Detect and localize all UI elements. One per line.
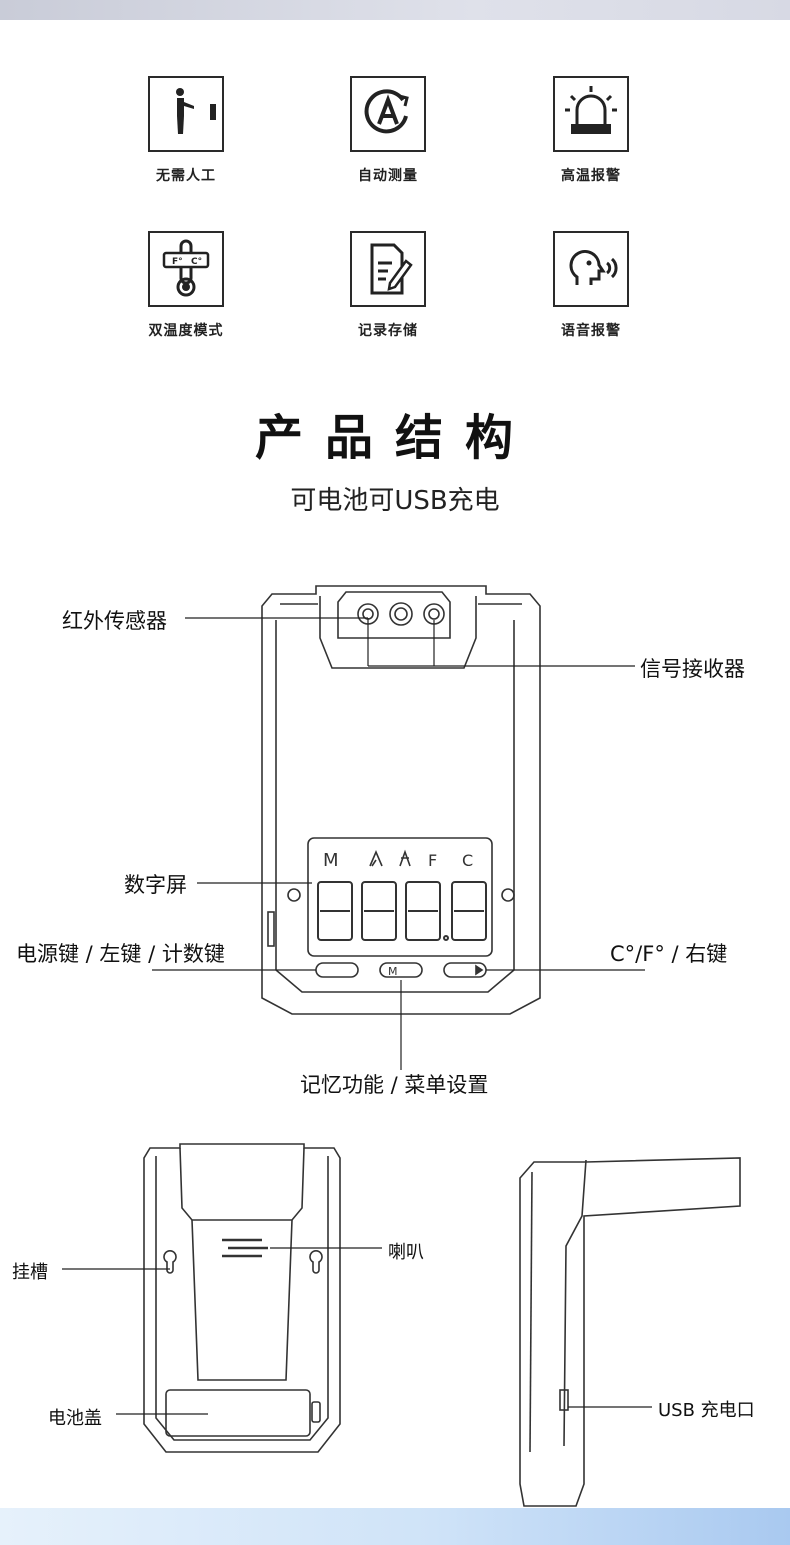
section-subtitle: 可电池可USB充电 xyxy=(290,486,500,516)
section-title: 产品结构 xyxy=(254,410,535,466)
callout-hanging-slot: 挂槽 xyxy=(12,1262,48,1283)
feature-auto-measure: 自动测量 xyxy=(328,76,448,185)
feature-label: 记录存储 xyxy=(358,323,418,339)
auto-measure-icon xyxy=(350,76,426,152)
feature-label: 高温报警 xyxy=(561,168,621,184)
feature-label: 语音报警 xyxy=(561,323,621,339)
memory-button-label: M xyxy=(388,965,398,978)
record-storage-icon xyxy=(350,231,426,307)
side-view-device xyxy=(519,1157,741,1507)
callout-memory-menu: 记忆功能 / 菜单设置 xyxy=(300,1073,489,1097)
dual-temperature-icon: F° C° xyxy=(148,231,224,307)
feature-dual-temp: F° C° 双温度模式 xyxy=(126,231,246,340)
front-view-device xyxy=(261,585,541,1015)
svg-text:F°: F° xyxy=(172,257,183,267)
callout-digital-screen: 数字屏 xyxy=(124,873,187,897)
feature-voice-alarm: 语音报警 xyxy=(531,231,651,340)
callout-signal-receiver: 信号接收器 xyxy=(640,657,745,681)
lcd-fahrenheit-symbol: F xyxy=(428,851,437,870)
voice-alarm-icon xyxy=(553,231,629,307)
bottom-decoration-bar xyxy=(0,1508,790,1545)
alarm-light-icon xyxy=(553,76,629,152)
feature-high-temp-alarm: 高温报警 xyxy=(531,76,651,185)
back-view-device xyxy=(143,1143,341,1453)
manual-free-person-icon xyxy=(148,76,224,152)
feature-no-manual: 无需人工 xyxy=(126,76,246,185)
svg-text:C°: C° xyxy=(191,257,202,267)
callout-battery-cover: 电池盖 xyxy=(48,1408,102,1429)
callout-right-key: C°/F° / 右键 xyxy=(610,942,728,966)
feature-label: 无需人工 xyxy=(156,168,216,184)
feature-record-storage: 记录存储 xyxy=(328,231,448,340)
feature-label: 双温度模式 xyxy=(148,323,224,339)
top-decoration-bar xyxy=(0,0,790,20)
lcd-celsius-symbol: C xyxy=(462,851,473,870)
callout-speaker: 喇叭 xyxy=(388,1242,424,1263)
callout-usb-port: USB 充电口 xyxy=(658,1400,755,1421)
callout-left-key: 电源键 / 左键 / 计数键 xyxy=(16,942,225,966)
callout-infrared-sensor: 红外传感器 xyxy=(62,609,167,633)
lcd-memory-symbol: M xyxy=(323,850,339,871)
feature-label: 自动测量 xyxy=(358,168,418,184)
